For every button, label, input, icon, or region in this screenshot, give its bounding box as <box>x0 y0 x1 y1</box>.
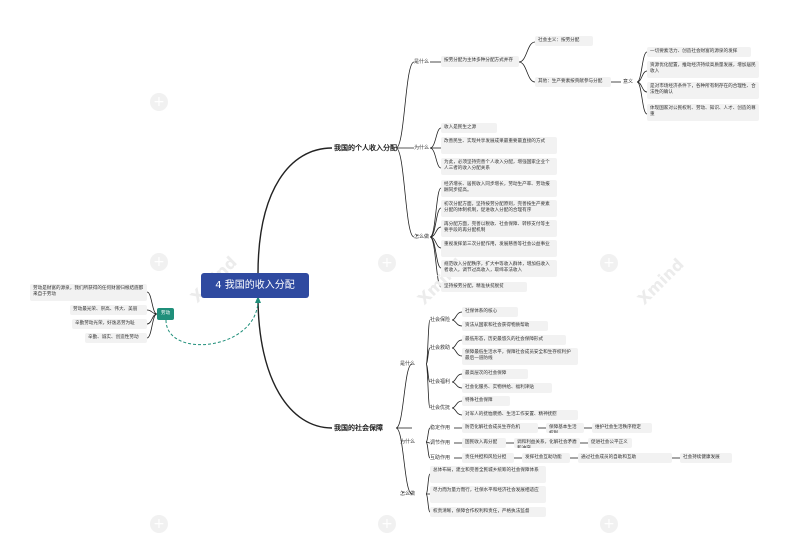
security-group-item[interactable]: 社会化服务、实物供给、福利津贴 <box>462 383 552 393</box>
root-to-security <box>257 296 333 429</box>
branch-income[interactable]: 我国的个人收入分配 <box>334 144 397 152</box>
security-why-row-name[interactable]: 调节作用 <box>430 440 451 446</box>
security-group-item[interactable]: 资法从国家和社会获得物质帮助 <box>462 321 548 331</box>
income-meaning-item[interactable]: 一切要素活力、创造社会财富的源泉的发挥 <box>647 47 751 57</box>
branch-security[interactable]: 我国的社会保障 <box>334 424 383 432</box>
income-why-item[interactable]: 改善民生、实现共享发展成果最重要最直接的方式 <box>441 137 557 154</box>
income-what-a[interactable]: 社会主义：按劳分配 <box>535 36 593 46</box>
security-why-chain[interactable]: 发挥社会互助功能 <box>522 453 570 463</box>
security-group-name[interactable]: 社会优抚 <box>430 405 451 411</box>
watermark-logo: + <box>378 254 396 272</box>
security-why-chain[interactable]: 防范化解社会成员生存危机 <box>462 423 538 433</box>
root-to-income <box>257 147 333 275</box>
income-meaning-label[interactable]: 意义 <box>623 79 634 85</box>
watermark-logo: + <box>150 515 168 533</box>
security-why-chain[interactable]: 责任共担和风险分担 <box>462 453 514 463</box>
labor-tag[interactable]: 劳动 <box>157 308 174 320</box>
security-group-item[interactable]: 最低形态，历史最悠久的社会保障形式 <box>462 335 566 345</box>
watermark-logo: + <box>600 254 618 272</box>
watermark-logo: + <box>150 93 168 111</box>
security-group-item[interactable]: 最高层次的社会保障 <box>462 369 528 379</box>
security-group-name[interactable]: 社会保险 <box>430 317 451 323</box>
income-why-item[interactable]: 收入是民生之源 <box>441 123 497 133</box>
security-why-chain[interactable]: 促进社会公平正义 <box>588 438 632 448</box>
income-meaning-item[interactable]: 是对市场经济条件下，各种所有制存在的合理性、合法性的确认 <box>647 82 759 99</box>
income-meaning-item[interactable]: 资源优化配置，推动经济持续高质量发展，增加居民收入 <box>647 61 759 78</box>
security-why-chain[interactable]: 调和利益关系，化解社会矛盾和冲突 <box>514 438 580 448</box>
income-why-label[interactable]: 为什么 <box>414 145 430 151</box>
security-group-item[interactable]: 社保体系的核心 <box>462 307 518 317</box>
security-how-item[interactable]: 权责清晰，保障合作权利和责任，严格执法监督 <box>430 507 546 517</box>
income-meaning-item[interactable]: 体现国家对公民权利、劳动、知识、人才、创造的尊重 <box>647 104 759 121</box>
security-why-row-name[interactable]: 互助作用 <box>430 455 451 461</box>
security-group-name[interactable]: 社会救助 <box>430 345 451 351</box>
security-group-item[interactable]: 保障最低生活水平，保障社会成员安全和生存权利护最后一道防线 <box>462 348 578 365</box>
income-what-core[interactable]: 按劳分配为主体多种分配方式并存 <box>441 56 519 67</box>
security-why-chain[interactable]: 维护社会生活秩序稳定 <box>592 423 652 433</box>
income-how-item[interactable]: 初次分配方面，坚持按劳分配原则，完善按生产要素分配的体制机制，促进收入分配的合理… <box>441 200 557 217</box>
security-group-name[interactable]: 社会福利 <box>430 379 451 385</box>
income-what-label[interactable]: 是什么 <box>414 59 430 65</box>
security-how-item[interactable]: 总体布局，建立和完善全民城乡统筹的社会保障体系 <box>430 466 546 483</box>
watermark-logo: + <box>378 515 396 533</box>
security-how-item[interactable]: 尽力而为量力而行，社保水平和经济社会发展相适应 <box>430 486 546 503</box>
security-why-chain[interactable]: 保障基本生活权利 <box>546 423 584 433</box>
security-what-label[interactable]: 是什么 <box>400 361 416 367</box>
income-why-item[interactable]: 为此，必须坚持完善个人收入分配，增强国家企业个人三者的收入分配关系 <box>441 158 557 175</box>
labor-item[interactable]: 劳动最光荣、崇高、伟大、美丽 <box>70 305 147 315</box>
watermark-logo: + <box>150 253 168 271</box>
watermark-logo: + <box>600 515 618 533</box>
labor-item[interactable]: 辛勤劳动光荣，好逸恶劳为耻 <box>72 319 147 329</box>
security-why-chain[interactable]: 通过社会成员的自助和互助 <box>578 453 672 463</box>
dashed-relation <box>165 299 259 346</box>
security-group-item[interactable]: 特殊社会保障 <box>462 396 510 406</box>
income-how-item[interactable]: 重视发挥第三次分配作用，发展慈善等社会公益事业 <box>441 240 557 257</box>
labor-item[interactable]: 劳动是财富的源泉，我们所获得的任何财富归根结底都来自于劳动 <box>30 284 147 301</box>
security-why-chain[interactable]: 社会持续健康发展 <box>680 453 732 463</box>
security-why-label[interactable]: 为什么 <box>400 439 416 445</box>
income-how-item[interactable]: 规范收入分配秩序，扩大中等收入群体，增加低收入者收入，调节过高收入，取缔非法收入 <box>441 260 557 277</box>
security-why-row-name[interactable]: 稳定作用 <box>430 425 451 431</box>
labor-item[interactable]: 辛勤、诚实、创造性劳动 <box>85 333 147 343</box>
income-what-b[interactable]: 其他：生产要素按贡献参与分配 <box>535 77 611 87</box>
income-how-item[interactable]: 经济增长、居民收入同步增长，劳动生产率、劳动报酬同步提高。 <box>441 180 557 197</box>
security-group-item[interactable]: 对军人的抚恤褒扬、生活工作安置、精神抚慰 <box>462 410 578 420</box>
security-how-label[interactable]: 怎么做 <box>400 491 416 497</box>
income-how-item[interactable]: 坚持按劳分配，精准扶贫脱贫 <box>441 282 527 292</box>
security-why-chain[interactable]: 国民收入再分配 <box>462 438 506 448</box>
income-how-label[interactable]: 怎么做 <box>414 234 430 240</box>
income-how-item[interactable]: 再分配方面，完善以税收、社会保障、转移支付等主要手段的再分配机制 <box>441 220 557 237</box>
root-topic[interactable]: 4 我国的收入分配 <box>201 273 309 298</box>
